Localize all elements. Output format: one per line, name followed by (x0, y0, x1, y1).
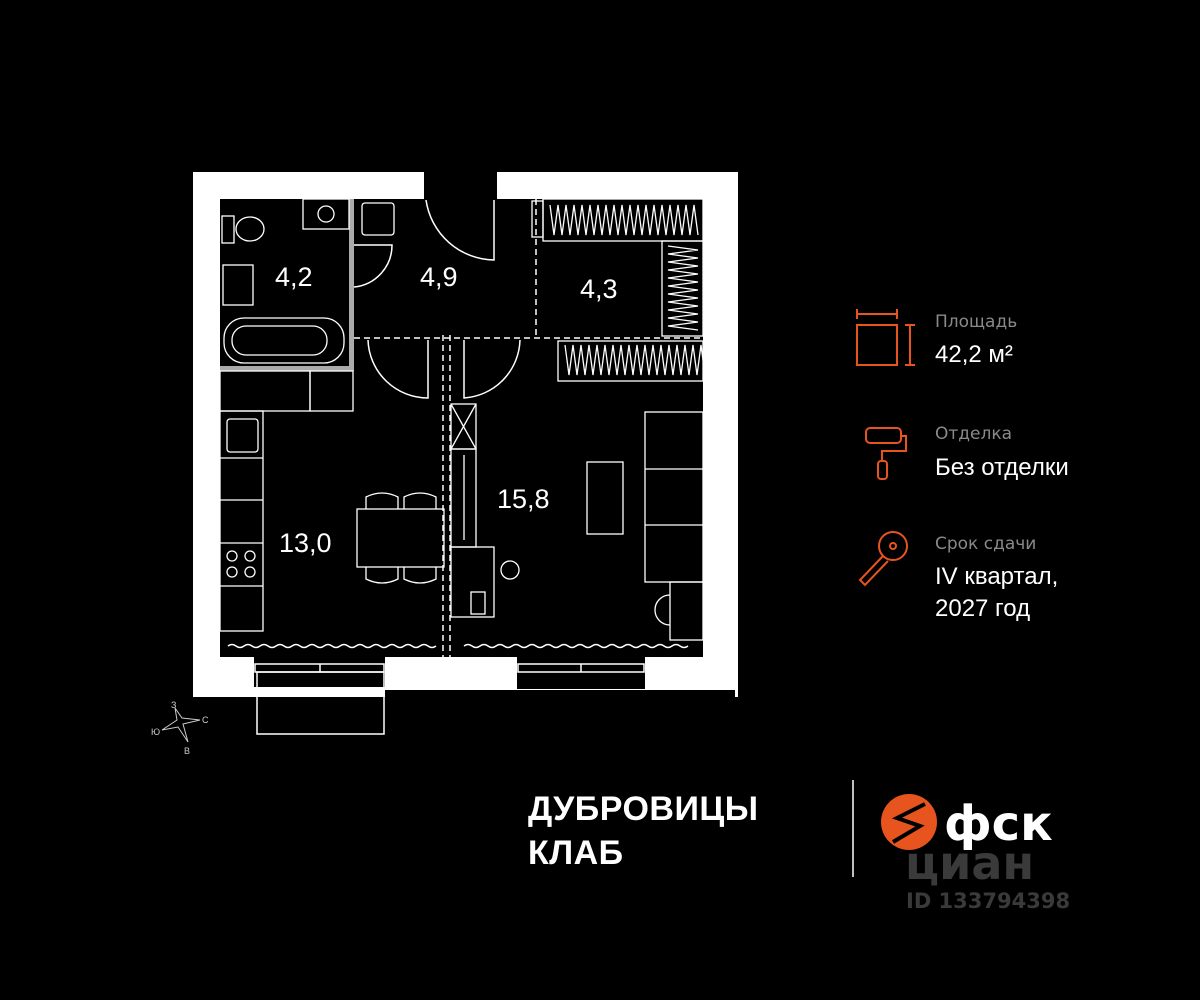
paint-roller-icon (865, 427, 907, 480)
windows (227, 643, 689, 735)
deadline-label: Срок сдачи (935, 534, 1037, 554)
brand-line2: КЛАБ (528, 834, 624, 872)
deadline-line1: IV квартал, (935, 563, 1059, 590)
doors (353, 199, 521, 399)
svg-text:З: З (171, 700, 176, 710)
finish-value: Без отделки (935, 454, 1069, 481)
room-area-hallway: 4,9 (420, 262, 458, 292)
brand-line1: ДУБРОВИЦЫ (528, 790, 759, 828)
walls (193, 165, 738, 702)
room-area-bathroom: 4,2 (275, 262, 313, 292)
watermark-id: ID 133794398 (906, 889, 1071, 913)
room-area-kitchen: 13,0 (279, 528, 332, 558)
developer-logo-text: фск (944, 796, 1053, 852)
area-label: Площадь (935, 312, 1018, 332)
compass-icon: З С В Ю (151, 700, 209, 756)
svg-text:С: С (202, 715, 209, 725)
room-labels: 4,2 4,9 4,3 13,0 15,8 (275, 262, 618, 558)
finish-label: Отделка (935, 424, 1013, 444)
watermark-text: циан (905, 836, 1035, 890)
deadline-line2: 2027 год (935, 595, 1031, 622)
partitions (220, 199, 703, 657)
furniture (219, 198, 706, 641)
room-area-wardrobe: 4,3 (580, 274, 618, 304)
key-icon (858, 531, 908, 587)
fsk-logo-icon (881, 794, 937, 850)
svg-text:Ю: Ю (151, 727, 160, 737)
area-value: 42,2 м² (935, 341, 1013, 368)
room-area-living: 15,8 (497, 484, 550, 514)
svg-text:В: В (184, 746, 190, 756)
area-icon (856, 309, 915, 366)
